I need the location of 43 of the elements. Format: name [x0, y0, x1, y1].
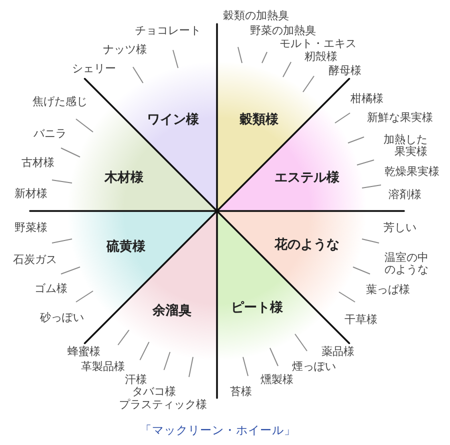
descriptor-label: 籾殻様 [304, 51, 338, 63]
descriptor-label: シェリー [72, 63, 116, 75]
descriptor-label: 野菜様 [14, 222, 48, 234]
descriptor-label: 焦げた感じ [32, 96, 88, 108]
descriptor-label: 野菜の加熱臭 [250, 25, 316, 37]
sector-label: エステル様 [274, 170, 340, 186]
descriptor-label: 燻製様 [260, 374, 294, 386]
descriptor-label: 芳しい [384, 222, 416, 234]
sector-label: 硫黄様 [106, 240, 146, 254]
descriptor-label: ナッツ様 [103, 44, 147, 56]
sector-label: 花のような [274, 238, 340, 252]
descriptor-label: バニラ [34, 128, 66, 140]
descriptor-label: プラスティック様 [119, 399, 207, 411]
descriptor-label: 蜂蜜様 [68, 346, 100, 358]
sector-label: 穀類様 [240, 112, 278, 128]
descriptor-label: 柑橘様 [350, 93, 384, 105]
descriptor-label: 酵母様 [328, 65, 362, 77]
descriptor-label: 新材様 [14, 188, 48, 200]
descriptor-label: 古材様 [22, 157, 54, 169]
descriptor-label: 煙っぽい [292, 361, 336, 373]
descriptor-label: 砂っぽい [40, 312, 84, 324]
sector-label: 木材様 [104, 170, 144, 186]
sector-label: ワイン様 [147, 112, 199, 128]
descriptor-label: 石炭ガス [13, 254, 57, 266]
descriptor-label: 新鮮な果実様 [367, 112, 433, 124]
descriptor-label: 革製品様 [81, 361, 125, 373]
sector-label: 余溜臭 [152, 304, 192, 318]
descriptor-label: ゴム様 [34, 283, 68, 295]
descriptor-label: 加熱した果実様 [382, 134, 428, 158]
descriptor-label: タバコ様 [132, 386, 176, 398]
descriptor-label: 温室の中のような [384, 252, 429, 276]
descriptor-label: 穀類の加熱臭 [223, 10, 289, 22]
descriptor-label: 薬品様 [322, 346, 354, 358]
caption: 「マックリーン・ホイール」 [140, 423, 296, 437]
descriptor-label: 葉っぱ様 [366, 284, 410, 296]
descriptor-label: 干草様 [344, 314, 378, 326]
descriptor-label: 汗様 [125, 374, 147, 386]
descriptor-label: チョコレート [135, 25, 201, 37]
sector-label: ピート様 [231, 300, 283, 316]
descriptor-label: 苔様 [230, 386, 252, 398]
descriptor-label: モルト・エキス [280, 38, 356, 50]
descriptor-label: 乾燥果実様 [384, 166, 440, 178]
descriptor-label: 溶剤様 [388, 189, 422, 201]
